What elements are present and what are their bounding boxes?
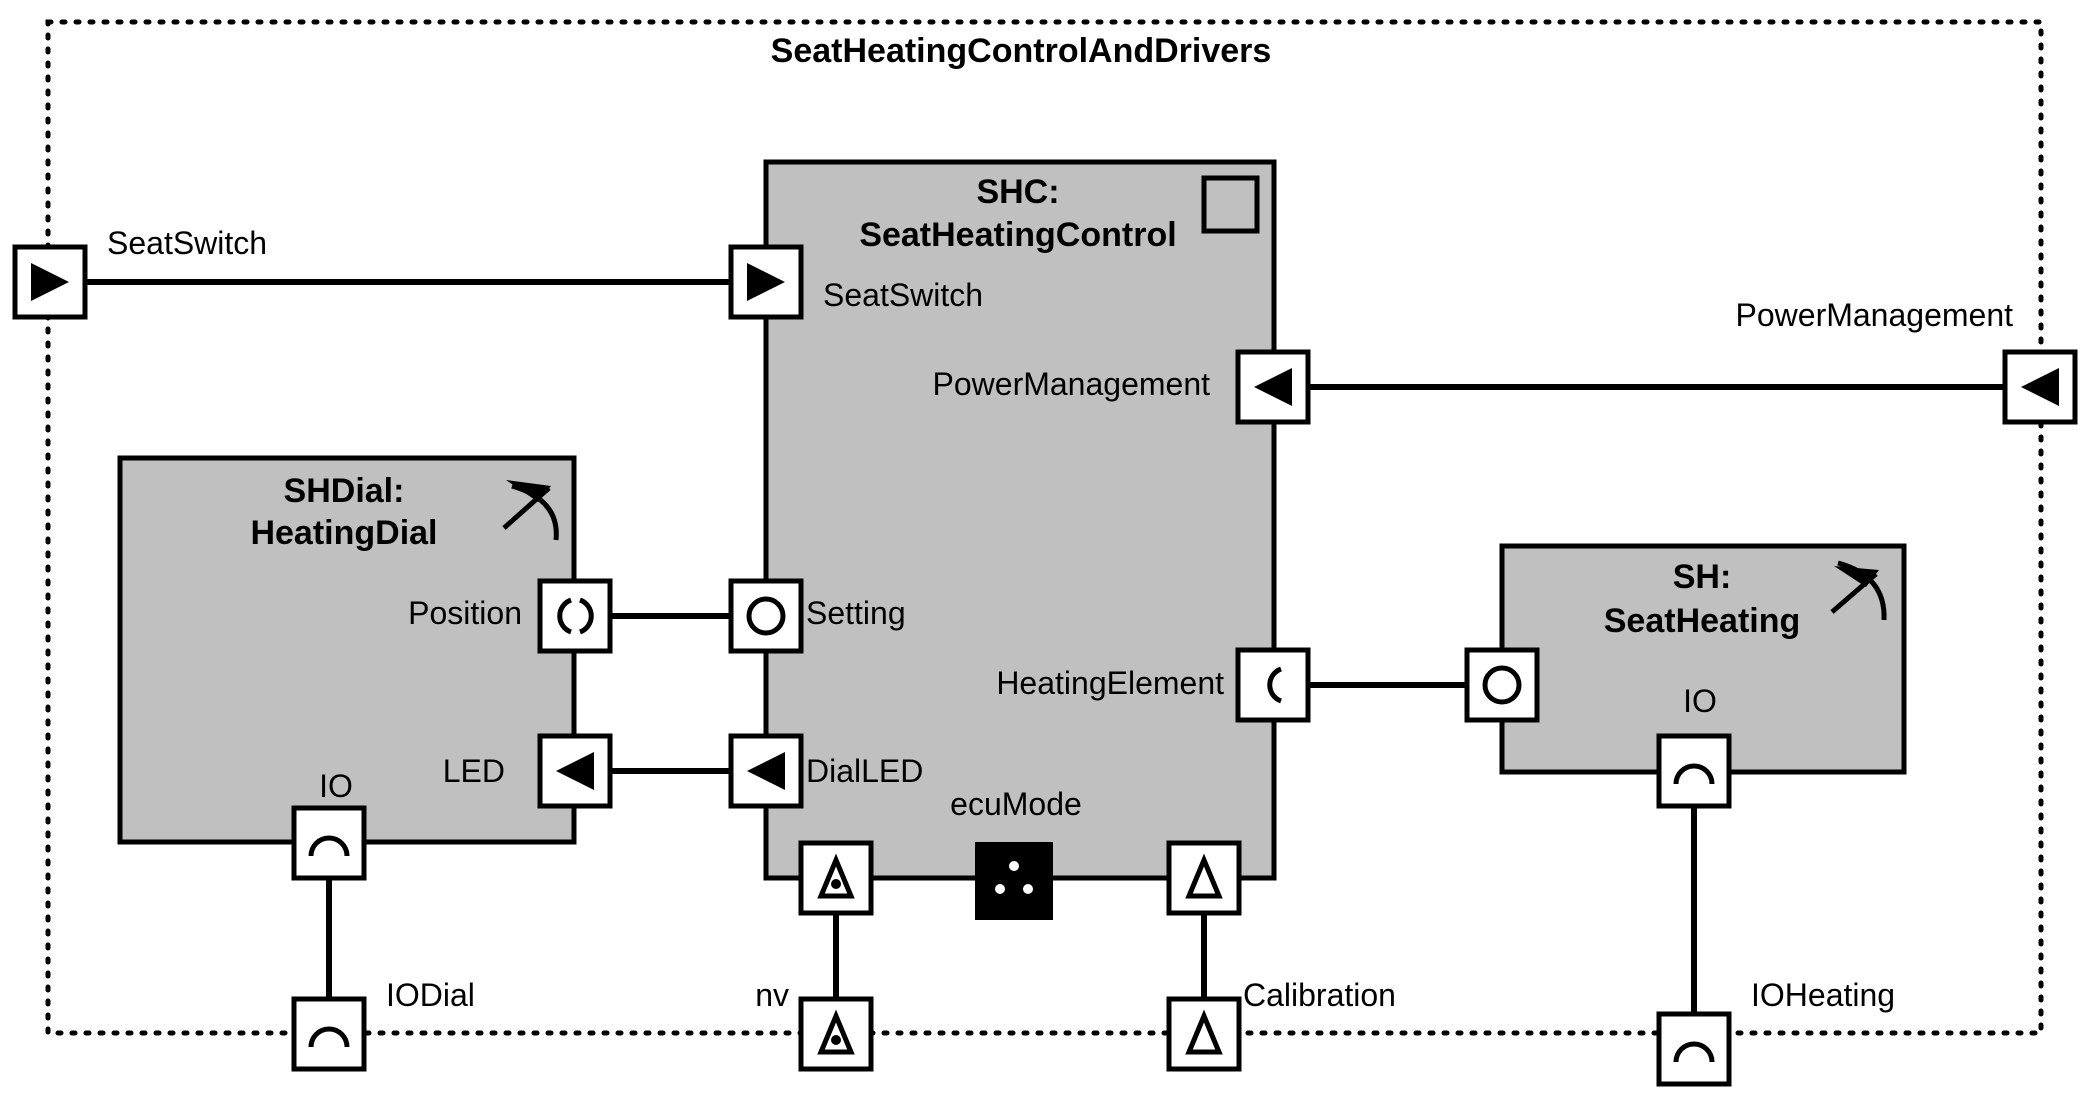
port-shc-setting[interactable]: [728, 578, 804, 654]
port-shc-calibration[interactable]: [1166, 840, 1242, 916]
composition-title: SeatHeatingControlAndDrivers: [771, 32, 1272, 70]
arrow-right-icon: [747, 263, 785, 301]
parameter-triangle-icon: [1185, 853, 1223, 899]
port-outer-ioheating-label: IOHeating: [1751, 977, 1895, 1013]
composition-boundary: [45, 19, 2044, 1036]
port-outer-seatswitch-label: SeatSwitch: [107, 225, 267, 261]
io-arc-icon: [308, 835, 350, 857]
port-shc-nv[interactable]: [798, 840, 874, 916]
io-arc-icon: [1673, 1041, 1715, 1063]
component-shdial-instance: SHDial:: [284, 472, 405, 510]
port-shc-seatswitch[interactable]: [728, 244, 804, 320]
port-outer-powermanagement[interactable]: [2002, 349, 2078, 425]
component-shc-instance: SHC:: [976, 173, 1059, 211]
port-outer-iodial[interactable]: [291, 996, 367, 1072]
parameter-triangle-icon: [1185, 1009, 1223, 1055]
io-arc-icon: [1673, 763, 1715, 785]
arrow-left-icon: [2021, 368, 2059, 406]
connectors: [85, 279, 2005, 1014]
port-sh-server[interactable]: [1464, 647, 1540, 723]
port-outer-nv[interactable]: [798, 996, 874, 1072]
port-shdial-io-label: IO: [319, 768, 353, 804]
dial-icon: [502, 480, 559, 541]
port-outer-seatswitch[interactable]: [12, 244, 88, 320]
port-shc-powermanagement[interactable]: [1235, 349, 1311, 425]
component-sh-instance: SH:: [1673, 558, 1732, 596]
port-shc-dialled-label: DialLED: [806, 753, 923, 789]
component-shc-type: SeatHeatingControl: [859, 216, 1176, 254]
server-circle-icon: [1482, 665, 1522, 705]
port-shc-ecumode[interactable]: [975, 842, 1053, 920]
port-outer-powermanagement-label: PowerManagement: [1736, 297, 2014, 333]
client-arc-icon: [1267, 666, 1283, 704]
port-shdial-led[interactable]: [537, 733, 613, 809]
port-shc-heatingelement-label: HeatingElement: [996, 665, 1224, 701]
port-shc-setting-label: Setting: [806, 595, 906, 631]
port-shc-seatswitch-label: SeatSwitch: [823, 277, 983, 313]
port-shc-powermanagement-label: PowerManagement: [933, 366, 1211, 402]
client-server-position-icon: [557, 597, 594, 635]
port-outer-calibration[interactable]: [1166, 996, 1242, 1072]
port-shc-ecumode-label: ecuMode: [950, 786, 1082, 822]
port-sh-io[interactable]: [1656, 733, 1732, 809]
port-shc-dialled[interactable]: [728, 733, 804, 809]
arrow-left-icon: [1254, 368, 1292, 406]
port-sh-io-label: IO: [1683, 683, 1717, 719]
io-arc-icon: [308, 1026, 350, 1048]
port-outer-nv-label: nv: [755, 977, 789, 1013]
port-shdial-led-label: LED: [443, 753, 505, 789]
port-shdial-position-label: Position: [408, 595, 522, 631]
arrow-right-icon: [31, 263, 69, 301]
application-square-icon: [1201, 175, 1260, 234]
port-shdial-position[interactable]: [537, 578, 613, 654]
port-shdial-io[interactable]: [291, 805, 367, 881]
mode-dots-icon: [1009, 861, 1019, 871]
nv-triangle-icon: [817, 853, 855, 899]
dial-icon: [1830, 560, 1887, 621]
port-outer-iodial-label: IODial: [386, 977, 475, 1013]
port-shc-heatingelement[interactable]: [1235, 647, 1311, 723]
arrow-left-icon: [747, 752, 785, 790]
component-sh-type: SeatHeating: [1604, 602, 1801, 640]
server-circle-icon: [746, 596, 786, 636]
port-outer-calibration-label: Calibration: [1243, 977, 1396, 1013]
component-shdial[interactable]: SHDial: HeatingDial: [117, 455, 577, 845]
arrow-left-icon: [556, 752, 594, 790]
port-outer-ioheating[interactable]: [1656, 1011, 1732, 1087]
nv-triangle-icon: [817, 1009, 855, 1055]
component-shdial-type: HeatingDial: [250, 514, 437, 552]
